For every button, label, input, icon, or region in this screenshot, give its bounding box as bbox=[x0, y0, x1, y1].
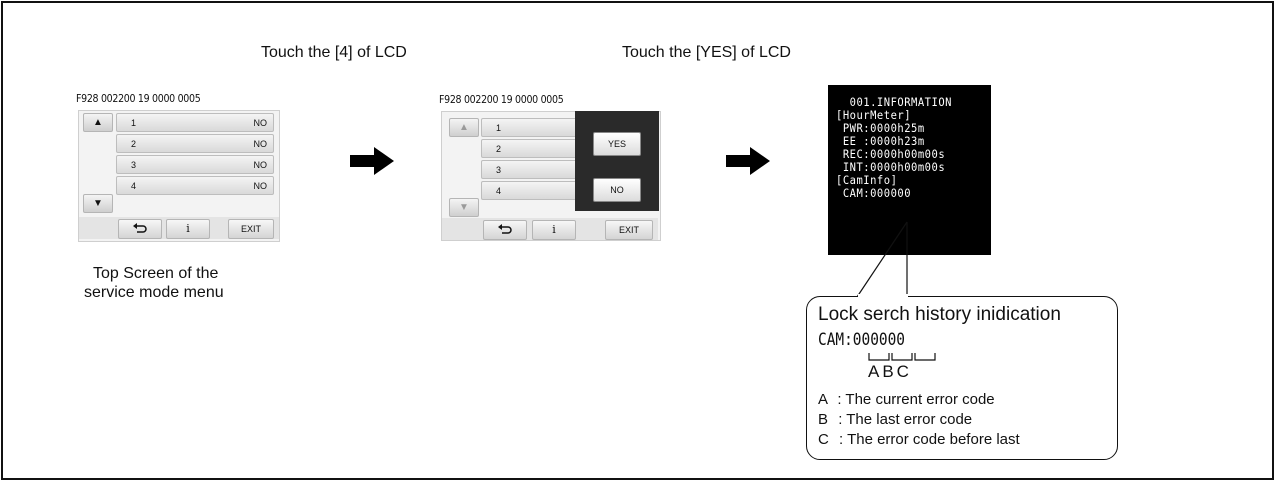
legend-key: B bbox=[818, 411, 829, 428]
back-icon bbox=[498, 224, 512, 234]
cam-value: 000000 bbox=[852, 330, 906, 350]
confirm-dialog: YES NO bbox=[575, 111, 659, 211]
row-number: 2 bbox=[496, 144, 502, 154]
lcd-confirm-header: F928 002200 19 0000 0005 bbox=[439, 94, 564, 106]
step2-label: Touch the [YES] of LCD bbox=[622, 44, 791, 61]
back-icon bbox=[133, 223, 147, 233]
scroll-down-button-disabled: ▼ bbox=[449, 198, 479, 217]
legend-b: B : The last error code bbox=[818, 411, 972, 428]
row-number: 4 bbox=[131, 181, 137, 191]
legend-text: : The error code before last bbox=[839, 431, 1020, 448]
legend-key: C bbox=[818, 431, 829, 448]
info-line-int: INT:0000h00m00s bbox=[836, 161, 946, 175]
information-screen: 001.INFORMATION [HourMeter] PWR:0000h25m… bbox=[828, 85, 991, 255]
callout-pointer-gap bbox=[858, 294, 908, 298]
caption-line2: service mode menu bbox=[84, 284, 224, 301]
right-arrow-icon bbox=[350, 147, 394, 175]
back-button bbox=[483, 220, 527, 240]
info-line-caminfo: [CamInfo] bbox=[836, 174, 898, 188]
row-value: NO bbox=[253, 160, 268, 170]
row-number: 1 bbox=[496, 123, 502, 133]
info-line-ee: EE :0000h23m bbox=[836, 135, 925, 149]
info-line-title: 001.INFORMATION bbox=[836, 96, 952, 110]
menu-row-1[interactable]: 1 NO bbox=[116, 113, 274, 132]
lock-history-callout bbox=[806, 296, 1118, 460]
caption-line1: Top Screen of the bbox=[93, 265, 219, 282]
no-button[interactable]: NO bbox=[593, 178, 641, 202]
digit-group-letters: ABC bbox=[868, 362, 912, 381]
info-line-rec: REC:0000h00m00s bbox=[836, 148, 946, 162]
menu-row-2[interactable]: 2 NO bbox=[116, 134, 274, 153]
legend-text: : The last error code bbox=[838, 411, 973, 428]
row-value: NO bbox=[253, 139, 268, 149]
row-value: NO bbox=[253, 181, 268, 191]
legend-key: A bbox=[818, 391, 828, 408]
lcd-main-screen: F928 002200 19 0000 0005 ▲ ▼ 1 NO 2 NO 3… bbox=[76, 92, 282, 242]
row-number: 3 bbox=[131, 160, 137, 170]
lcd-main-header: F928 002200 19 0000 0005 bbox=[76, 93, 201, 105]
back-button[interactable] bbox=[118, 219, 162, 239]
row-value: NO bbox=[253, 118, 268, 128]
digit-brackets bbox=[868, 353, 936, 361]
info-button[interactable]: i bbox=[166, 219, 210, 239]
legend-c: C : The error code before last bbox=[818, 431, 1020, 448]
menu-row-4[interactable]: 4 NO bbox=[116, 176, 274, 195]
exit-button[interactable]: EXIT bbox=[228, 219, 274, 239]
lcd-confirm-screen: F928 002200 19 0000 0005 ▲ ▼ 1 NO 2 NO 3… bbox=[439, 93, 661, 241]
exit-button: EXIT bbox=[605, 220, 653, 240]
info-line-pwr: PWR:0000h25m bbox=[836, 122, 925, 136]
row-number: 3 bbox=[496, 165, 502, 175]
row-number: 2 bbox=[131, 139, 137, 149]
callout-title: Lock serch history inidication bbox=[818, 304, 1061, 325]
info-button: i bbox=[532, 220, 576, 240]
legend-a: A : The current error code bbox=[818, 391, 995, 408]
step1-label: Touch the [4] of LCD bbox=[261, 44, 407, 61]
yes-button[interactable]: YES bbox=[593, 132, 641, 156]
row-number: 1 bbox=[131, 118, 137, 128]
menu-row-3[interactable]: 3 NO bbox=[116, 155, 274, 174]
info-line-hourmeter: [HourMeter] bbox=[836, 109, 912, 123]
right-arrow-icon bbox=[726, 147, 770, 175]
scroll-up-button[interactable]: ▲ bbox=[83, 113, 113, 132]
row-number: 4 bbox=[496, 186, 502, 196]
cam-prefix: CAM: bbox=[818, 330, 853, 350]
info-line-cam: CAM:000000 bbox=[836, 187, 912, 201]
scroll-down-button[interactable]: ▼ bbox=[83, 194, 113, 213]
legend-text: : The current error code bbox=[837, 391, 995, 408]
cam-code-line: CAM:000000 bbox=[818, 330, 905, 350]
scroll-up-button-disabled: ▲ bbox=[449, 118, 479, 137]
